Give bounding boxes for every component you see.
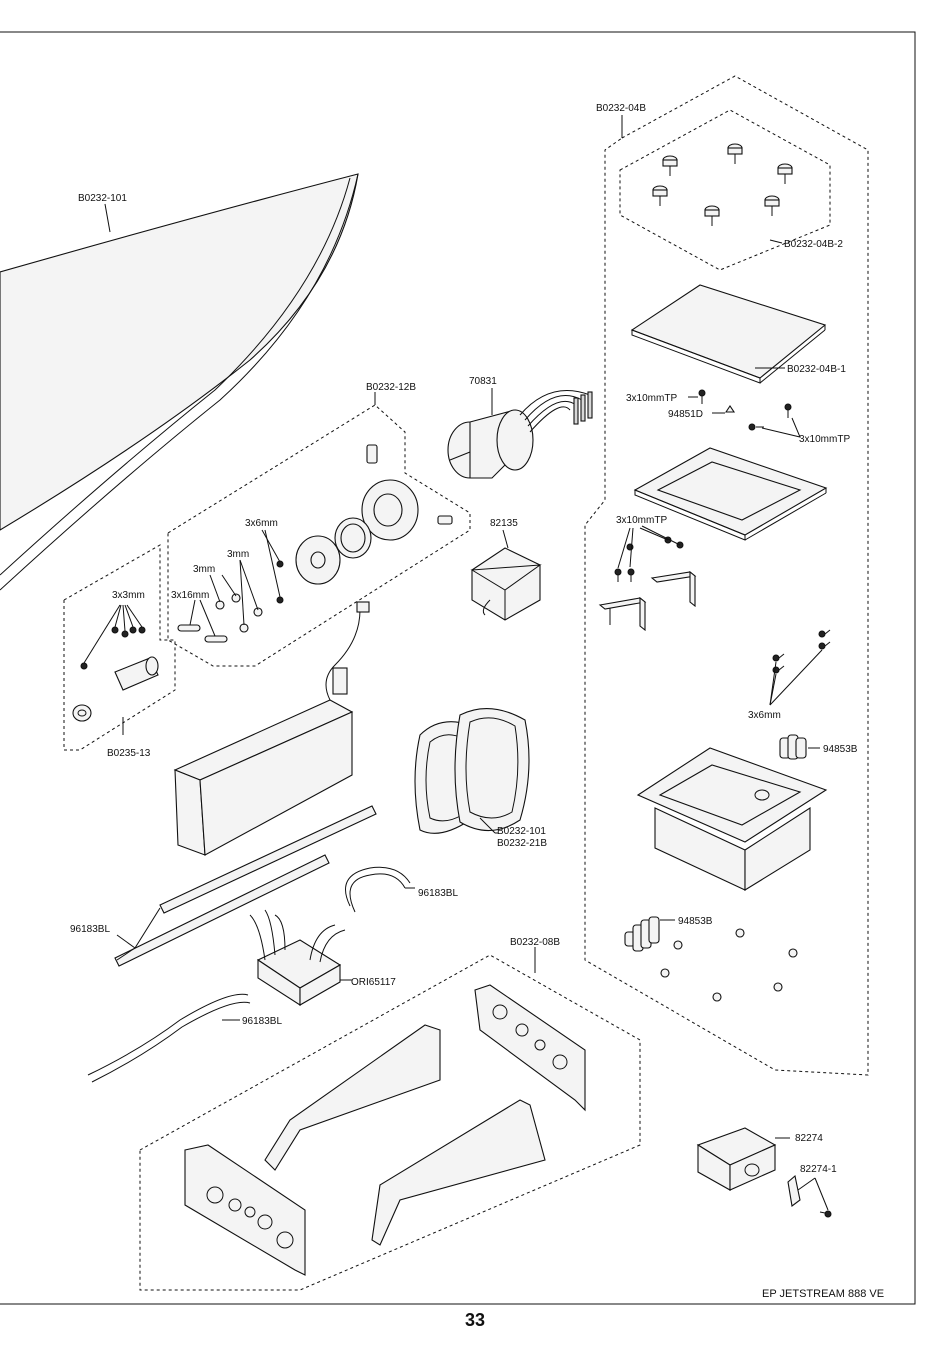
label-tube-b: 96183BL [70,924,110,935]
esc-part [250,910,352,1005]
stand-parts [185,985,585,1275]
label-coupler: B0235-13 [107,748,151,759]
label-screw-3x6-b: 3x6mm [748,710,781,721]
label-motor-mount-group: B0232-12B [366,382,416,393]
label-strap-b: B0232-21B [497,838,547,849]
label-hull: B0232-101 [78,193,127,204]
label-94851d: 94851D [668,409,703,420]
label-screw-tp-b: 3x10mmTP [799,434,850,445]
label-receiver: 82135 [490,518,518,529]
coupler-parts [73,605,158,721]
footer-model-name: EP JETSTREAM 888 VE [762,1288,884,1300]
label-tube-a: 96183BL [418,888,458,899]
receiver-part [472,530,540,620]
label-set-screw-3x3: 3x3mm [112,590,145,601]
label-screw-3x16: 3x16mm [171,590,209,601]
stand-group-outline [140,947,640,1290]
strap-parts [415,709,529,834]
page-number: 33 [0,1310,950,1331]
motor-mount-group-outline [168,392,470,666]
label-strap-a: B0232-101 [497,826,546,837]
bellows-bottom-and-nuts [625,917,797,1001]
hatch-tub [638,748,826,890]
label-bellows-a: 94853B [823,744,858,755]
motor-part [448,388,592,478]
label-hatch-group: B0232-04B [596,103,646,114]
hatch-knobs [653,144,792,243]
label-servo-horn: 82274-1 [800,1164,837,1175]
label-hatch-plate: B0232-04B-1 [787,364,846,375]
hatch-frame [635,448,826,540]
label-screw-tp-c: 3x10mmTP [616,515,667,526]
label-hatch-knobs: B0232-04B-2 [784,239,843,250]
label-stand-group: B0232-08B [510,937,560,948]
label-washer-3mm-a: 3mm [227,549,249,560]
bellows-top [780,735,820,759]
label-tube-c: 96183BL [242,1016,282,1027]
label-esc: ORI65117 [351,977,396,988]
label-motor: 70831 [469,376,497,387]
motor-mount-parts [178,445,452,642]
label-screw-3x6-a: 3x6mm [245,518,278,529]
tube-parts [88,806,415,1082]
label-screw-tp-a: 3x10mmTP [626,393,677,404]
hull-part [0,174,358,590]
bracket-parts [600,526,695,630]
label-bellows-b: 94853B [678,916,713,927]
screws-3x6-right [770,630,830,705]
hatch-screws [688,390,800,437]
battery-part [175,602,369,855]
label-washer-3mm-b: 3mm [193,564,215,575]
label-servo: 82274 [795,1133,823,1144]
hatch-group-outline [585,76,868,1075]
